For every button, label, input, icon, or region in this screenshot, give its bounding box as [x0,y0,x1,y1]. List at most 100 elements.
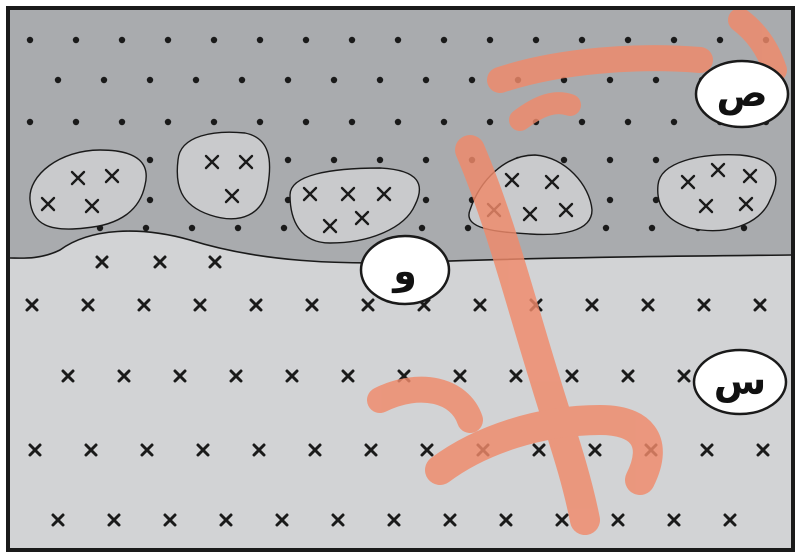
watermark-logo [367,8,787,535]
clast-cross [204,154,220,170]
sediment-dot [486,118,494,126]
rock-cross [249,298,263,312]
sediment-dot [422,156,430,164]
rock-cross [621,369,635,383]
clast-cross [680,174,696,190]
clast-cross [340,186,356,202]
rock-cross [229,369,243,383]
sediment-dot [100,76,108,84]
lower-layer-label-text: س [714,359,766,403]
clast-cross [354,210,370,226]
rock-cross [532,443,546,457]
sediment-dot [146,196,154,204]
sediment-dot [192,76,200,84]
sediment-dot [72,118,80,126]
clast-cross [376,186,392,202]
sediment-dot [606,76,614,84]
clast-cross [322,218,338,234]
sediment-dot [440,36,448,44]
sediment-dot [532,36,540,44]
sediment-dot [164,118,172,126]
sediment-dot [486,36,494,44]
sediment-dot [606,196,614,204]
rock-cross [697,298,711,312]
sediment-dot [422,196,430,204]
sediment-dot [330,76,338,84]
rock-cross [81,298,95,312]
diagram-frame [6,6,795,552]
rock-cross [753,298,767,312]
sediment-dot [280,224,288,232]
sediment-dot [578,36,586,44]
sediment-dot [624,36,632,44]
sediment-dot [740,224,748,232]
sediment-dot [256,36,264,44]
sediment-dot [284,76,292,84]
clast-crosses [40,154,758,234]
rock-cross [137,298,151,312]
rock-cross [420,443,434,457]
clast-cross [84,198,100,214]
sediment-dot [26,36,34,44]
sediment-dot [72,36,80,44]
boundary-label-text: و [391,249,417,294]
clast-cross [710,162,726,178]
rock-cross [28,443,42,457]
clast-cross [238,154,254,170]
sediment-dot [376,156,384,164]
rock-cross [453,369,467,383]
sediment-dot [54,76,62,84]
rock-cross [153,255,167,269]
sediment-dot [560,76,568,84]
rock-cross [117,369,131,383]
clast-cross [40,196,56,212]
sediment-dot [210,36,218,44]
rock-cross [499,513,513,527]
rock-cross [173,369,187,383]
clast-cross [224,188,240,204]
unconformity-line [9,230,792,264]
rock-cross [285,369,299,383]
sediment-dot [652,196,660,204]
clast-cross [70,170,86,186]
sediment-dot [210,118,218,126]
clast-cross [544,174,560,190]
rock-cross [305,298,319,312]
sediment-dot [578,118,586,126]
sediment-dot [670,36,678,44]
sediment-dot [284,156,292,164]
label-lower-layer: س [692,348,788,416]
sediment-dot [468,76,476,84]
rock-cross [196,443,210,457]
rock-cross [585,298,599,312]
upper-layer-label-text: ص [716,71,767,115]
clast-cross [504,172,520,188]
rock-cross [275,513,289,527]
clast-cross [738,196,754,212]
sediment-dot [234,224,242,232]
sediment-dot [142,224,150,232]
lower-layer-crosses [25,255,770,527]
rock-cross [565,369,579,383]
clast-cross [698,198,714,214]
sediment-dot [26,118,34,126]
sediment-dot [348,36,356,44]
sediment-dot [118,118,126,126]
rock-cross [756,443,770,457]
clast-3 [289,167,420,244]
clast-2 [176,131,271,220]
rock-cross [95,255,109,269]
rock-cross [473,298,487,312]
sediment-dot [418,224,426,232]
rock-cross [107,513,121,527]
sediment-dot [652,76,660,84]
sediment-dot [606,156,614,164]
rock-cross [361,298,375,312]
sediment-dot [118,36,126,44]
sediment-dot [422,76,430,84]
rock-cross [341,369,355,383]
sediment-dot [440,118,448,126]
rock-cross [700,443,714,457]
sediment-dot [302,36,310,44]
